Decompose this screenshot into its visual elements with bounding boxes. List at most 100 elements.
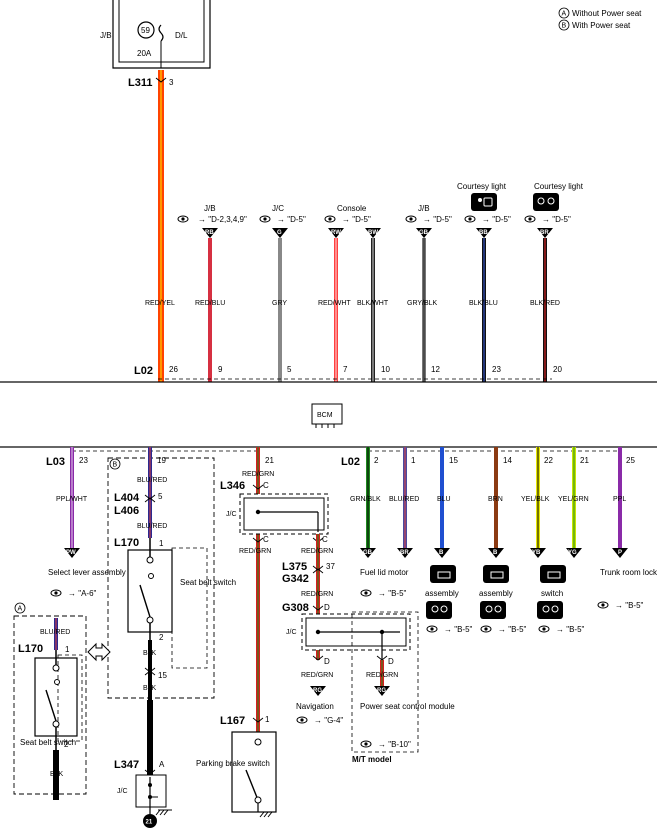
wire-label-red-grn-6: RED/GRN <box>366 672 398 679</box>
wire-ppl-wht: 23 PPL/WHT PW Select lever assembly → "A… <box>48 447 126 598</box>
ref-b5-3: → "B-5" <box>556 625 585 634</box>
bcm-label-box <box>311 403 343 425</box>
term-pw: PW <box>66 550 76 556</box>
term-yg: YG <box>568 550 577 556</box>
wire-label-gry: GRY <box>272 300 287 307</box>
pin-14-right: 14 <box>503 456 512 465</box>
parking-brake-switch <box>231 731 277 813</box>
pin-12: 12 <box>431 365 440 374</box>
conn-l02-top: L02 <box>134 365 153 377</box>
seat-icon-1 <box>426 601 452 619</box>
wire-label-red-grn-3: RED/GRN <box>301 548 333 555</box>
ref-b5-fuel: → "B-5" <box>378 589 407 598</box>
wire-label-brn: BRN <box>488 496 503 503</box>
term-gb-upper: GB <box>419 230 429 236</box>
switch-label: switch <box>541 589 563 598</box>
wire-label-red-grn-2: RED/GRN <box>239 548 271 555</box>
ref-d2349: → "D-2,3,4,9" <box>198 215 247 224</box>
pin-15: 15 <box>158 671 167 680</box>
conn-l346: L346 <box>220 480 245 492</box>
ref-g4: → "G-4" <box>314 716 343 725</box>
upper-wire-blk-red: Courtesy light → "D-5" BR BLK/RED 20 <box>524 182 584 382</box>
ref-d5-console: → "D-5" <box>342 215 371 224</box>
ref-b10: → "B-10" <box>378 740 411 749</box>
term-br-lower: BR <box>400 550 409 556</box>
pin-1-right: 1 <box>411 456 416 465</box>
loc-jb-1: J/B <box>204 204 216 213</box>
pin-26: 26 <box>169 365 178 374</box>
wire-label-red-wht: RED/WHT <box>318 300 351 307</box>
red-grn-circuit: 21 RED/GRN L346 C J/C C C RED/GRN RED/GR… <box>196 447 455 818</box>
fuse-name: D/L <box>175 31 188 40</box>
wire-label-yel-grn: YEL/GRN <box>558 496 589 503</box>
pin-23-upper: 23 <box>492 365 501 374</box>
pin-1-l167: 1 <box>265 715 270 724</box>
ref-d5-court1: → "D-5" <box>482 215 511 224</box>
fuel-lid-label: Fuel lid motor <box>360 568 409 577</box>
jb-fuse-block: J/B 59 20A D/L <box>100 0 211 69</box>
pin-25-right: 25 <box>626 456 635 465</box>
conn-l167: L167 <box>220 715 245 727</box>
variant-b-mark: B <box>113 462 118 469</box>
wire-label-ppl-wht: PPL/WHT <box>56 496 88 503</box>
mt-model-label: M/T model <box>352 755 392 764</box>
conn-g342: G342 <box>282 573 309 585</box>
wire-label-red-grn-1: RED/GRN <box>242 471 274 478</box>
wire-label-blk-b1: BLK <box>143 650 157 657</box>
jc-box-ground <box>135 774 167 808</box>
wire-label-blu-red-b1: BLU/RED <box>137 477 167 484</box>
assembly-label-2: assembly <box>479 589 513 598</box>
pin-2-a: 2 <box>64 740 69 749</box>
wire-label-red-blu: RED/BLU <box>195 300 225 307</box>
navigation-label: Navigation <box>296 702 334 711</box>
power-seat-label: Power seat control module <box>360 702 455 711</box>
ref-b5-trunk: → "B-5" <box>615 601 644 610</box>
pin-19: 19 <box>157 456 166 465</box>
pin-1-b: 1 <box>159 539 164 548</box>
fuse-number: 59 <box>141 26 150 35</box>
upper-wire-blk-wht: BW BLK/WHT 10 <box>357 228 390 382</box>
fuse-number-circle <box>137 21 155 39</box>
wire-label-red-grn-4: RED/GRN <box>301 591 333 598</box>
term-rg-nav: RG <box>313 688 322 694</box>
seat-belt-switch-label-b: Seat belt switch <box>180 578 236 587</box>
pin-20-upper: 20 <box>553 365 562 374</box>
wire-label-blk-b2: BLK <box>143 685 157 692</box>
loc-jc: J/C <box>272 204 284 213</box>
term-rg-pwr: RG <box>377 688 386 694</box>
term-yb: YB <box>532 550 541 556</box>
courtesy-light-icon-2 <box>533 193 559 211</box>
ground-point-icon <box>143 814 157 828</box>
term-bw: BW <box>368 230 378 236</box>
term-b-1: B <box>439 550 444 556</box>
assembly-label-1: assembly <box>425 589 459 598</box>
pin-9: 9 <box>218 365 223 374</box>
term-gb-lower: GB <box>363 550 373 556</box>
ref-b5-1: → "B-5" <box>444 625 473 634</box>
wire-label-ppl: PPL <box>613 496 626 503</box>
pin-23-lower: 23 <box>79 456 88 465</box>
pin-5-l404: 5 <box>158 492 163 501</box>
seat-belt-switch-label-a: Seat belt switch <box>20 738 76 747</box>
pin-2-b: 2 <box>159 633 164 642</box>
wire-label-yel-blk: YEL/BLK <box>521 496 550 503</box>
conn-l347: L347 <box>114 759 139 771</box>
conn-l311: L311 <box>128 77 152 89</box>
fuse-icon <box>158 24 164 42</box>
ground-number: 21 <box>146 820 153 826</box>
term-p: P <box>618 550 622 556</box>
wire-label-blk-a: BLK <box>50 771 64 778</box>
legend-b-mark: B <box>562 23 567 30</box>
jc-label-g308: J/C <box>286 629 297 636</box>
select-lever-label: Select lever assembly <box>48 568 126 577</box>
loc-courtesy-2: Courtesy light <box>534 182 584 191</box>
conn-l375: L375 <box>282 561 307 573</box>
fuse-amp: 20A <box>137 49 152 58</box>
pin-c-3: C <box>322 535 328 544</box>
wire-blu: 15 BLU B assembly → "B-5" <box>425 447 473 634</box>
lock-icon-1 <box>430 565 456 583</box>
term-rb: RB <box>205 230 214 236</box>
pin-2-right: 2 <box>374 456 379 465</box>
wire-label-blk-blu: BLK/BLU <box>469 300 498 307</box>
conn-l406: L406 <box>114 505 139 517</box>
